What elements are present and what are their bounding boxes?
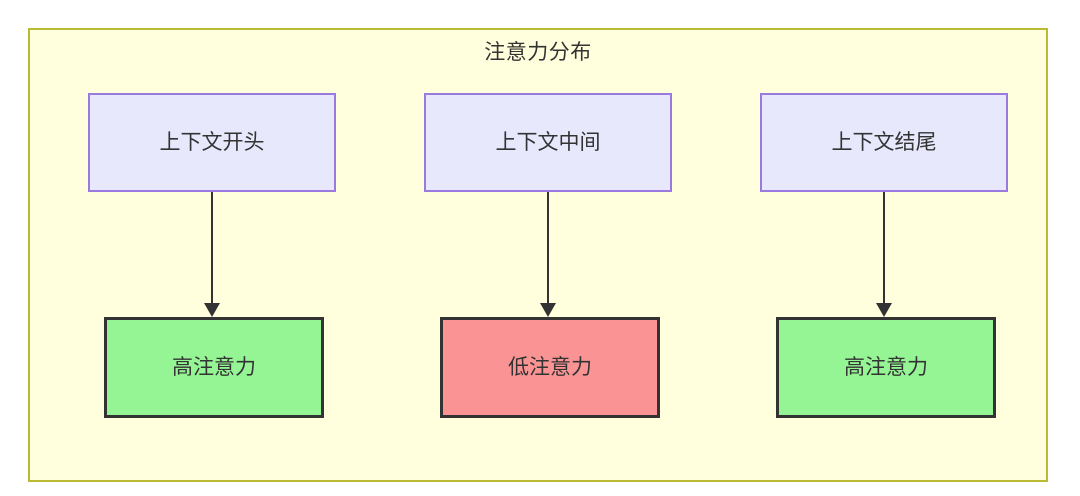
node-low-attention-middle[interactable]: 低注意力 [440, 317, 660, 418]
node-context-middle[interactable]: 上下文中间 [424, 93, 672, 192]
arrowhead-icon-middle [540, 303, 556, 317]
subgraph-title: 注意力分布 [484, 41, 592, 64]
node-context-beginning[interactable]: 上下文开头 [88, 93, 336, 192]
arrowhead-icon-beginning [204, 303, 220, 317]
edge-line-middle-to-low [547, 192, 549, 306]
node-high-attention-left[interactable]: 高注意力 [104, 317, 324, 418]
edge-line-beginning-to-high [211, 192, 213, 306]
node-high-attention-right[interactable]: 高注意力 [776, 317, 996, 418]
node-context-end[interactable]: 上下文结尾 [760, 93, 1008, 192]
edge-line-end-to-high [883, 192, 885, 306]
arrowhead-icon-end [876, 303, 892, 317]
